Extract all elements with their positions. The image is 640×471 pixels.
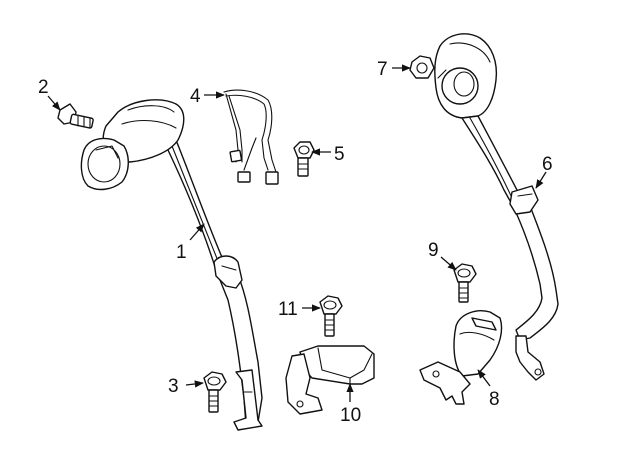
part-8-buckle[interactable]: [419, 310, 503, 405]
part-3-bolt[interactable]: [203, 371, 227, 413]
callout-9: 9: [428, 240, 439, 261]
callout-1: 1: [176, 242, 187, 263]
part-9-bolt[interactable]: [453, 263, 477, 303]
leader-1: [189, 223, 205, 241]
part-2-bolt[interactable]: [57, 103, 94, 129]
part-10-center-buckle[interactable]: [285, 345, 375, 415]
leader-9: [440, 256, 457, 271]
leader-2: [47, 95, 61, 111]
callout-labels: 1 2 3 4 5 6 7 8 9 10 11: [38, 59, 553, 426]
part-4-wire-harness[interactable]: [223, 89, 279, 185]
part-5-bolt[interactable]: [293, 141, 315, 177]
callout-3: 3: [168, 376, 179, 397]
callout-2: 2: [38, 77, 49, 98]
leader-8: [477, 369, 491, 387]
callout-8: 8: [489, 389, 500, 410]
callout-6: 6: [542, 154, 553, 175]
callout-11: 11: [278, 299, 298, 320]
callout-4: 4: [190, 86, 201, 107]
leader-3: [185, 380, 204, 388]
callout-5: 5: [334, 144, 345, 165]
part-7-nut[interactable]: [409, 55, 435, 79]
part-1-seat-belt-assembly[interactable]: [80, 99, 263, 431]
part-11-bolt[interactable]: [319, 295, 343, 337]
part-6-rear-seat-belt[interactable]: [434, 33, 559, 381]
callout-10: 10: [340, 405, 361, 426]
leader-6: [535, 171, 547, 189]
leader-lines: [47, 64, 547, 402]
callout-7: 7: [377, 59, 388, 80]
